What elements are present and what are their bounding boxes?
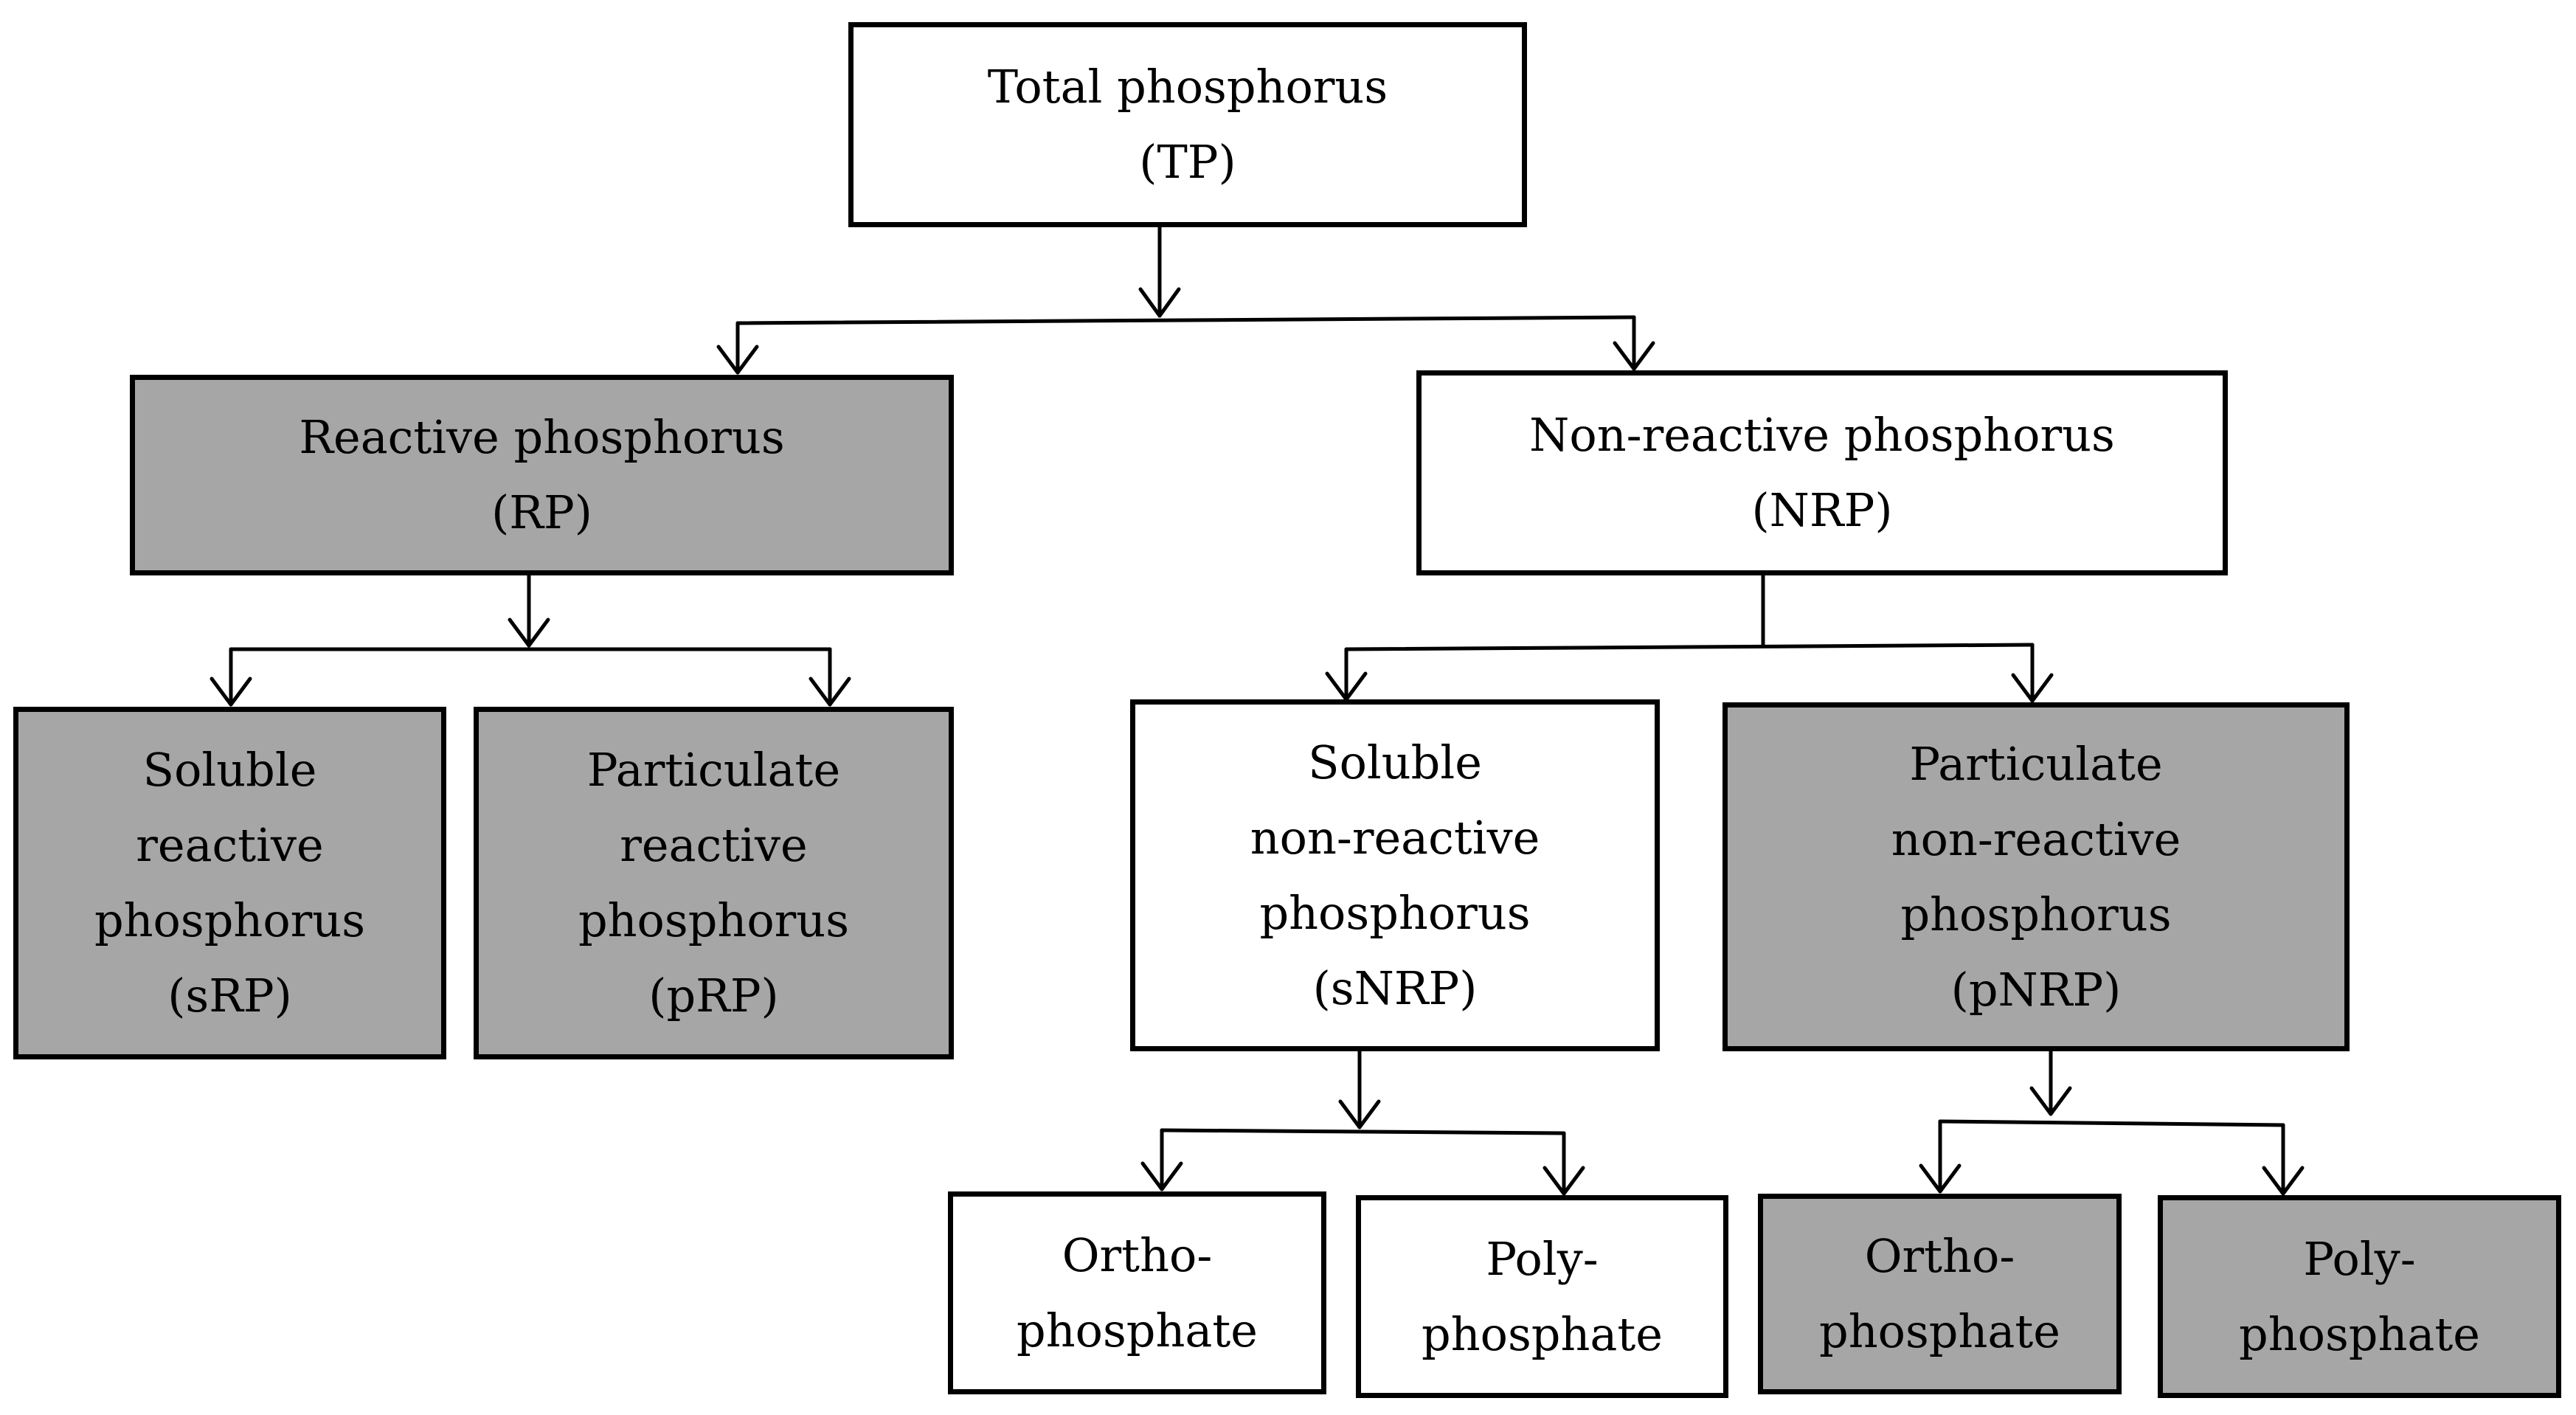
- node-label-line: (sNRP): [1312, 961, 1478, 1015]
- node-label-line: phosphorus: [1259, 885, 1531, 940]
- node-label-line: phosphorus: [1900, 887, 2172, 941]
- node-label-line: phosphorus: [578, 893, 850, 947]
- connector-snrp-bar: [1160, 1128, 1566, 1135]
- node-pnrp-polyphosphate: Poly- phosphate: [2158, 1195, 2561, 1398]
- node-label-line: Total phosphorus: [987, 60, 1388, 114]
- node-label-line: Non-reactive phosphorus: [1529, 408, 2115, 462]
- node-label-line: reactive: [136, 818, 324, 872]
- arrowhead: [1140, 1161, 1183, 1191]
- node-particulate-non-reactive-phosphorus: Particulate non-reactive phosphorus (pNR…: [1722, 702, 2350, 1051]
- node-particulate-reactive-phosphorus: Particulate reactive phosphorus (pRP): [474, 707, 954, 1059]
- node-label-line: Ortho-: [1864, 1229, 2015, 1283]
- arrowhead: [210, 677, 252, 707]
- arrowhead: [508, 617, 550, 648]
- node-label-line: Poly-: [1486, 1231, 1599, 1286]
- arrowhead: [2011, 673, 2054, 703]
- arrowhead: [1338, 1099, 1381, 1129]
- connector-tp-bar: [735, 315, 1636, 325]
- node-label-line: phosphate: [2239, 1307, 2480, 1361]
- node-label-line: non-reactive: [1891, 812, 2181, 866]
- node-label-line: (pRP): [648, 969, 779, 1023]
- node-snrp-polyphosphate: Poly- phosphate: [1356, 1195, 1728, 1398]
- arrowhead: [1138, 287, 1181, 318]
- node-label-line: (TP): [1139, 135, 1236, 189]
- arrowhead: [716, 345, 759, 375]
- node-soluble-non-reactive-phosphorus: Soluble non-reactive phosphorus (sNRP): [1130, 699, 1660, 1051]
- node-label-line: Poly-: [2303, 1231, 2416, 1286]
- arrowhead: [1543, 1166, 1585, 1196]
- arrowhead: [809, 677, 851, 707]
- arrowhead: [2029, 1086, 2072, 1116]
- node-pnrp-orthophosphate: Ortho- phosphate: [1758, 1194, 2122, 1394]
- node-label-line: Particulate: [586, 743, 841, 797]
- node-label-line: Reactive phosphorus: [299, 410, 785, 464]
- node-reactive-phosphorus: Reactive phosphorus (RP): [130, 375, 954, 575]
- node-label-line: Ortho-: [1062, 1228, 1213, 1282]
- node-snrp-orthophosphate: Ortho- phosphate: [948, 1191, 1326, 1394]
- node-label-line: (NRP): [1751, 483, 1893, 537]
- node-non-reactive-phosphorus: Non-reactive phosphorus (NRP): [1416, 370, 2228, 575]
- node-label-line: Particulate: [1909, 736, 2163, 791]
- arrowhead: [1613, 341, 1655, 371]
- node-soluble-reactive-phosphorus: Soluble reactive phosphorus (sRP): [13, 707, 446, 1059]
- node-label-line: phosphate: [1422, 1307, 1663, 1361]
- node-label-line: phosphate: [1819, 1304, 2060, 1358]
- node-label-line: phosphorus: [94, 893, 366, 947]
- node-label-line: (RP): [491, 485, 592, 539]
- node-label-line: Soluble: [142, 743, 317, 797]
- node-label-line: Soluble: [1308, 735, 1482, 789]
- arrowhead: [1919, 1163, 1962, 1194]
- connector-pnrp-bar: [1938, 1119, 2285, 1127]
- node-label-line: (sRP): [167, 969, 292, 1023]
- connector-nrp-bar: [1344, 643, 2035, 651]
- arrowhead: [2262, 1166, 2305, 1196]
- node-label-line: reactive: [620, 818, 808, 872]
- node-total-phosphorus: Total phosphorus (TP): [848, 22, 1527, 227]
- node-label-line: (pNRP): [1950, 962, 2122, 1017]
- node-label-line: non-reactive: [1250, 810, 1540, 865]
- node-label-line: phosphate: [1017, 1303, 1258, 1357]
